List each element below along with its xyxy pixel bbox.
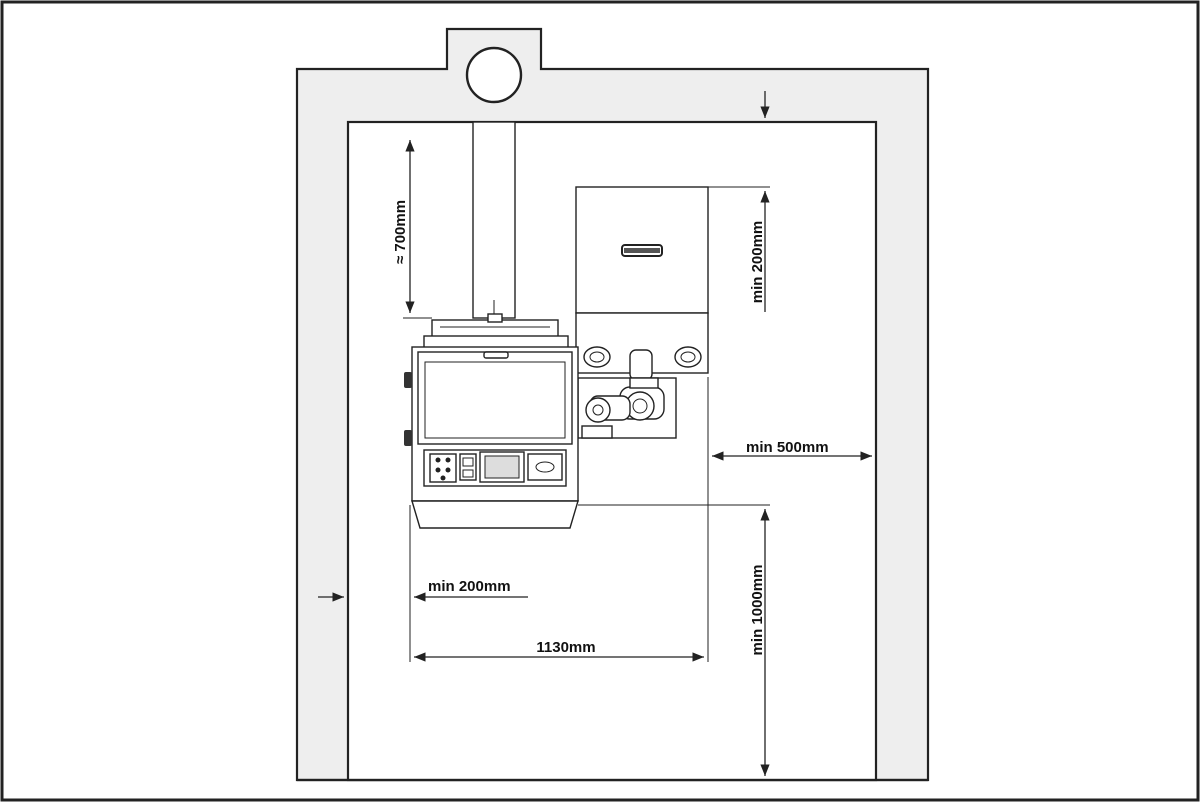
label-front-clearance: min 1000mm [749, 565, 766, 656]
label-side-right: min 500mm [746, 439, 829, 456]
label-side-left: min 200mm [428, 578, 511, 595]
chimney-icon [465, 46, 523, 104]
flue-pipe [472, 121, 516, 319]
auger-assembly [577, 377, 677, 439]
label-top-clearance: min 200mm [749, 221, 766, 304]
boiler-unit [404, 346, 579, 529]
label-chimney-clearance: ≈ 700mm [392, 200, 409, 264]
label-boiler-width: 1130mm [536, 639, 595, 656]
